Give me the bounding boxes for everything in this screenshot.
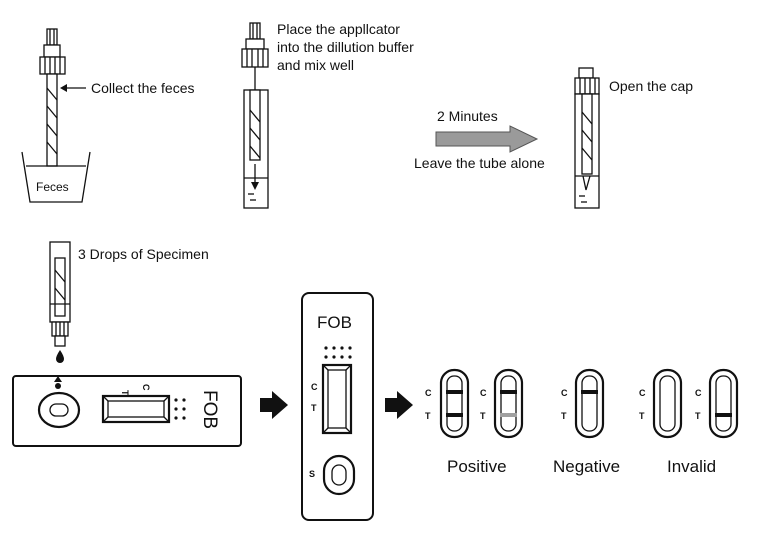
vertical-cassette-t-mark: T	[311, 403, 317, 413]
invalid-1-t-mark: T	[639, 411, 645, 421]
invalid-2-t-mark: T	[695, 411, 701, 421]
positive-1-t-mark: T	[425, 411, 431, 421]
invalid-label: Invalid	[667, 457, 716, 476]
result-strip-positive-2: C T	[480, 368, 524, 439]
process-arrow-1	[260, 391, 288, 419]
place-applicator-line-2: into the dillution buffer	[277, 39, 414, 55]
negative-t-mark: T	[561, 411, 567, 421]
leave-tube-label: Leave the tube alone	[414, 155, 545, 171]
result-strip-invalid-2: C T	[695, 368, 739, 439]
invalid-2-c-mark: C	[695, 388, 702, 398]
horizontal-cassette-dots	[174, 398, 186, 420]
positive-2-c-mark: C	[480, 388, 487, 398]
drops-label: 3 Drops of Specimen	[78, 246, 209, 262]
open-cap-label: Open the cap	[609, 78, 693, 94]
positive-1-c-mark: C	[425, 388, 432, 398]
horizontal-cassette-c-mark: C	[141, 384, 151, 391]
horizontal-cassette-name: FOB	[199, 390, 220, 429]
vertical-cassette-dots	[324, 346, 352, 359]
process-arrow-2	[385, 391, 413, 419]
horizontal-test-cassette: T C FOB	[12, 375, 242, 447]
horizontal-cassette-t-mark: T	[120, 390, 130, 396]
result-strip-negative: C T	[561, 368, 605, 439]
applicator-in-feces-cup: Feces Collect the feces	[21, 28, 195, 203]
tube-open-cap: Open the cap	[574, 67, 693, 209]
place-applicator-line-3: and mix well	[277, 57, 354, 73]
vertical-cassette-name: FOB	[317, 313, 352, 332]
negative-label: Negative	[553, 457, 620, 476]
wait-arrow: 2 Minutes Leave the tube alone	[414, 108, 545, 171]
negative-c-mark: C	[561, 388, 568, 398]
positive-label: Positive	[447, 457, 507, 476]
feces-label: Feces	[36, 180, 69, 194]
tube-dropping-specimen: 3 Drops of Specimen	[49, 241, 209, 363]
invalid-1-c-mark: C	[639, 388, 646, 398]
vertical-cassette-c-mark: C	[311, 382, 318, 392]
wait-time-label: 2 Minutes	[437, 108, 498, 124]
result-strip-positive-1: C T	[425, 368, 470, 439]
positive-2-t-mark: T	[480, 411, 486, 421]
applicator-into-buffer-tube: Place the appllcator into the dillution …	[241, 21, 414, 209]
place-applicator-line-1: Place the appllcator	[277, 21, 400, 37]
result-strip-invalid-1: C T	[639, 368, 683, 439]
vertical-test-cassette: FOB C T S	[301, 292, 374, 521]
vertical-cassette-s-mark: S	[309, 469, 315, 479]
collect-feces-label: Collect the feces	[91, 80, 195, 96]
